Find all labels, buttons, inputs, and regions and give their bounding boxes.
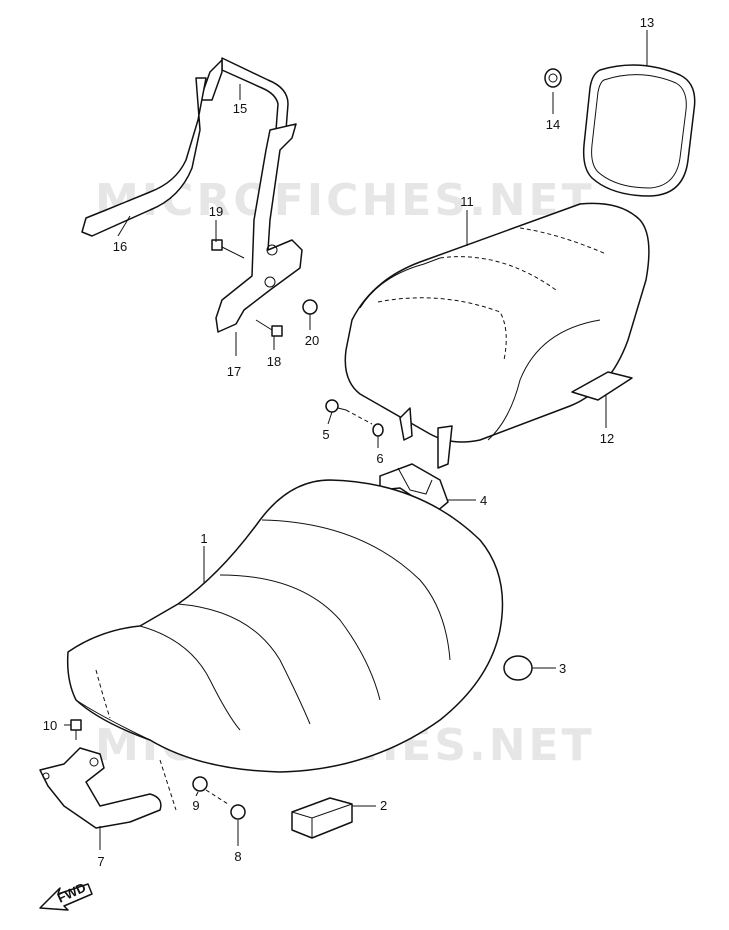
callout-15: 15 <box>233 101 247 116</box>
callout-5: 5 <box>322 427 329 442</box>
callout-3: 3 <box>559 661 566 676</box>
callout-10: 10 <box>43 718 57 733</box>
callout-18: 18 <box>267 354 281 369</box>
callout-2: 2 <box>380 798 387 813</box>
callout-8: 8 <box>234 849 241 864</box>
callout-4: 4 <box>480 493 487 508</box>
backrest-pad <box>582 64 696 197</box>
callout-13: 13 <box>640 15 654 30</box>
rubber-block <box>291 797 353 839</box>
callout-12: 12 <box>600 431 614 446</box>
main-seat <box>66 479 504 773</box>
seat-bracket <box>379 407 453 513</box>
callout-16: 16 <box>113 239 127 254</box>
passenger-seat <box>344 202 650 443</box>
forward-arrow-icon: FWD <box>39 880 93 911</box>
rubber-cushion <box>503 655 533 681</box>
callout-6: 6 <box>376 451 383 466</box>
callout-1: 1 <box>200 531 207 546</box>
callout-9: 9 <box>192 798 199 813</box>
rubber-pad <box>571 371 633 401</box>
cap-nut <box>544 68 562 88</box>
callout-14: 14 <box>546 117 560 132</box>
callout-labels: 1 2 3 4 5 6 7 8 9 10 11 12 13 14 15 16 1… <box>43 15 654 869</box>
front-seat-bracket <box>39 747 177 829</box>
bolt-washer-rear <box>325 399 384 437</box>
callout-19: 19 <box>209 204 223 219</box>
leader-lines <box>64 30 648 850</box>
callout-11: 11 <box>460 194 474 209</box>
backrest-frame <box>81 57 303 333</box>
bolts-front <box>70 719 246 820</box>
callout-17: 17 <box>227 364 241 379</box>
callout-7: 7 <box>97 854 104 869</box>
callout-20: 20 <box>305 333 319 348</box>
bolts-frame <box>211 239 318 337</box>
